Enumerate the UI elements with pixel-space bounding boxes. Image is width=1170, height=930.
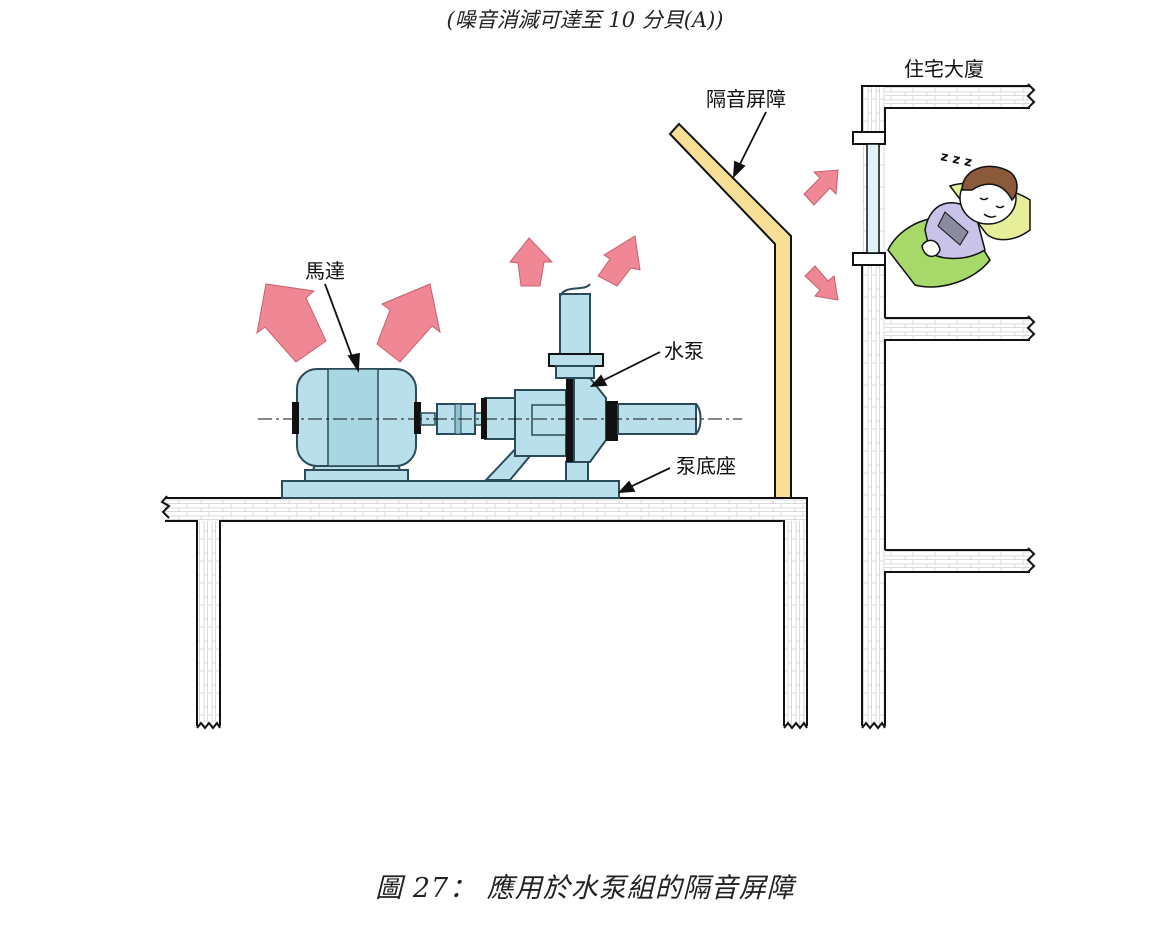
machine-floor-slab [160,495,808,730]
noise-arrows [256,169,839,363]
noise-arrow [376,283,441,363]
label-pump-base: 泵底座 [676,454,736,478]
noise-arrow [804,265,839,301]
residential-building [852,83,1036,730]
figure-caption: 圖 27： 應用於水泵組的隔音屏障 [375,873,795,904]
label-pump: 水泵 [664,339,704,363]
hair [961,165,1018,202]
label-motor: 馬達 [305,259,345,283]
pump-base-plate [281,480,620,499]
leader-lines [324,111,767,494]
noise-arrow [256,283,327,363]
sleeping-person: z z z [887,149,1031,288]
noise-arrow [509,237,554,287]
water-pump [481,283,702,482]
motor [292,368,436,482]
top-title: (噪音消減可達至 10 分貝(A)) [446,8,724,32]
noise-arrow [597,235,641,287]
noise-barrier [668,122,792,499]
label-building: 住宅大廈 [904,57,984,81]
label-barrier: 隔音屏障 [706,87,786,111]
snore-text: z z z [939,149,973,170]
noise-arrow [803,169,839,206]
hand [921,239,941,258]
